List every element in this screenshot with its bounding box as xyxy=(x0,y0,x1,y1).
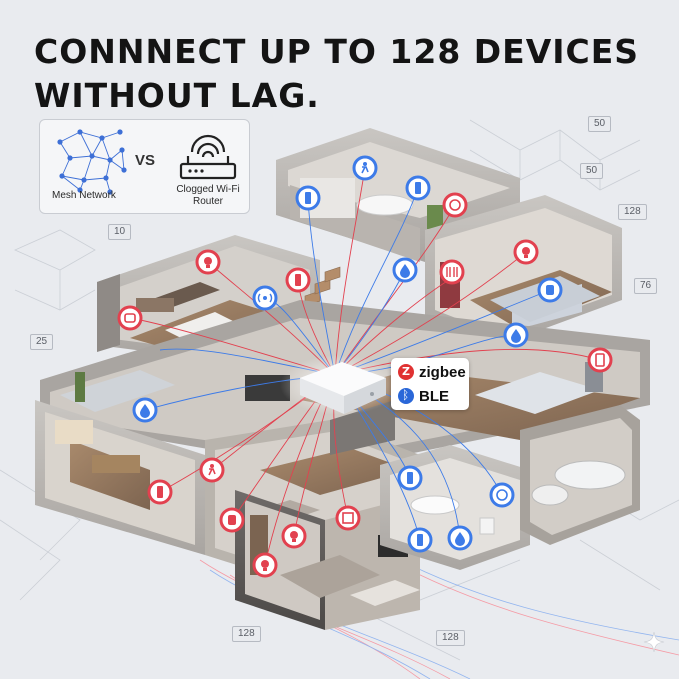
siren-icon xyxy=(335,505,361,531)
motion-sensor-icon xyxy=(352,155,378,181)
floor-tag: 25 xyxy=(30,334,54,350)
camera-icon xyxy=(117,305,143,331)
motion-sensor-icon xyxy=(199,457,225,483)
door-sensor-icon xyxy=(405,175,431,201)
mesh-network-icon xyxy=(57,129,127,195)
zigbee-label: zigbee xyxy=(419,363,466,381)
device-pins xyxy=(117,155,613,578)
floor-tag: 128 xyxy=(436,630,465,646)
router-icon xyxy=(179,134,237,180)
router-label-line-1: Clogged Wi-Fi xyxy=(176,184,240,195)
page-title: CONNNECT UP TO 128 DEVICES WITHOUT LAG. xyxy=(34,30,639,118)
door-sensor-icon xyxy=(397,465,423,491)
floor-tag: 10 xyxy=(108,224,132,240)
sparkle-icon xyxy=(643,631,665,653)
floor-tag: 50 xyxy=(580,163,604,179)
curtain-icon xyxy=(439,259,465,285)
floor-tag: 128 xyxy=(232,626,261,642)
water-leak-icon xyxy=(392,257,418,283)
floor-tag: 50 xyxy=(588,116,612,132)
plug-icon xyxy=(219,507,245,533)
ble-row: BLE xyxy=(398,387,449,405)
thermostat-icon xyxy=(587,347,613,373)
zigbee-row: zigbee xyxy=(398,363,466,381)
title-line-2: WITHOUT LAG. xyxy=(34,76,320,115)
door-sensor-icon xyxy=(285,267,311,293)
water-leak-icon xyxy=(132,397,158,423)
vs-label: VS xyxy=(135,152,156,169)
router-label: Clogged Wi-Fi Router xyxy=(170,184,246,208)
door-sensor-icon xyxy=(407,527,433,553)
water-leak-icon xyxy=(447,525,473,551)
floor-tag: 76 xyxy=(634,278,658,294)
door-sensor-icon xyxy=(295,185,321,211)
light-bulb-icon xyxy=(252,552,278,578)
smoke-alarm-icon xyxy=(489,482,515,508)
protocol-card: zigbee BLE xyxy=(391,358,469,410)
bluetooth-icon xyxy=(398,388,414,404)
title-line-1: CONNNECT UP TO 128 DEVICES xyxy=(34,32,640,71)
water-leak-icon xyxy=(503,322,529,348)
door-sensor-icon xyxy=(147,479,173,505)
light-bulb-icon xyxy=(195,249,221,275)
light-bulb-icon xyxy=(513,239,539,265)
comparison-card: Mesh Network VS Clogged Wi-Fi Router xyxy=(39,119,250,214)
bathroom xyxy=(380,445,530,570)
garage xyxy=(520,405,640,545)
zigbee-icon xyxy=(398,364,414,380)
left-wall-chimney xyxy=(97,274,120,352)
light-bulb-icon xyxy=(281,523,307,549)
mesh-network-label: Mesh Network xyxy=(52,190,116,201)
smoke-alarm-icon xyxy=(442,192,468,218)
bedroom-right xyxy=(425,195,622,345)
signal-sensor-icon xyxy=(252,285,278,311)
plug-icon xyxy=(537,277,563,303)
zigbee-hub xyxy=(280,355,400,415)
ble-label: BLE xyxy=(419,387,449,405)
router-label-line-2: Router xyxy=(192,196,223,207)
floor-tag: 128 xyxy=(618,204,647,220)
lower-floor-left xyxy=(35,400,205,555)
